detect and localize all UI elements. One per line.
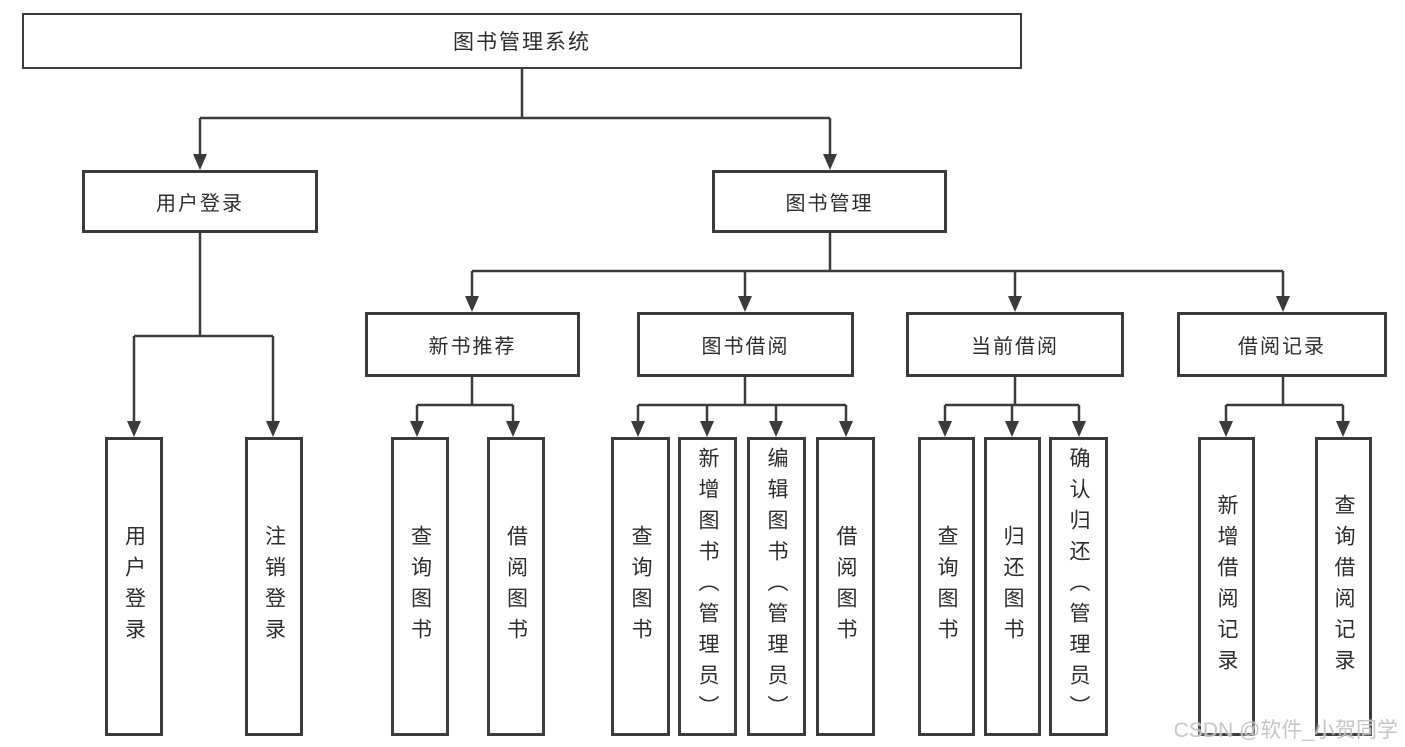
node-borrow-records: 借阅记录 <box>1177 312 1387 377</box>
leaf-add-borrow-record: 新增借阅记录 <box>1198 437 1255 736</box>
node-book-management: 图书管理 <box>712 170 947 233</box>
leaf-user-login: 用户登录 <box>105 437 163 736</box>
leaf-logout: 注销登录 <box>245 437 303 736</box>
leaf-add-book-admin: 新增图书（管理员） <box>678 437 737 736</box>
node-user-login: 用户登录 <box>82 170 318 233</box>
leaf-return-book: 归还图书 <box>984 437 1041 736</box>
leaf-query-books-recommend: 查询图书 <box>391 437 449 736</box>
leaf-borrow-books: 借阅图书 <box>816 437 875 736</box>
leaf-query-books-borrow: 查询图书 <box>611 437 670 736</box>
leaf-borrow-books-recommend: 借阅图书 <box>487 437 545 736</box>
leaf-query-borrow-record: 查询借阅记录 <box>1315 437 1372 736</box>
node-book-borrow: 图书借阅 <box>637 312 854 377</box>
csdn-watermark: CSDN @软件_小贺同学 <box>1173 719 1398 742</box>
node-new-book-recommend: 新书推荐 <box>365 312 580 377</box>
leaf-query-books-current: 查询图书 <box>918 437 975 736</box>
node-root: 图书管理系统 <box>22 13 1022 69</box>
leaf-confirm-return-admin: 确认归还（管理员） <box>1049 437 1108 736</box>
leaf-edit-book-admin: 编辑图书（管理员） <box>747 437 806 736</box>
node-current-borrow: 当前借阅 <box>906 312 1124 377</box>
arrowheads <box>127 154 1350 437</box>
